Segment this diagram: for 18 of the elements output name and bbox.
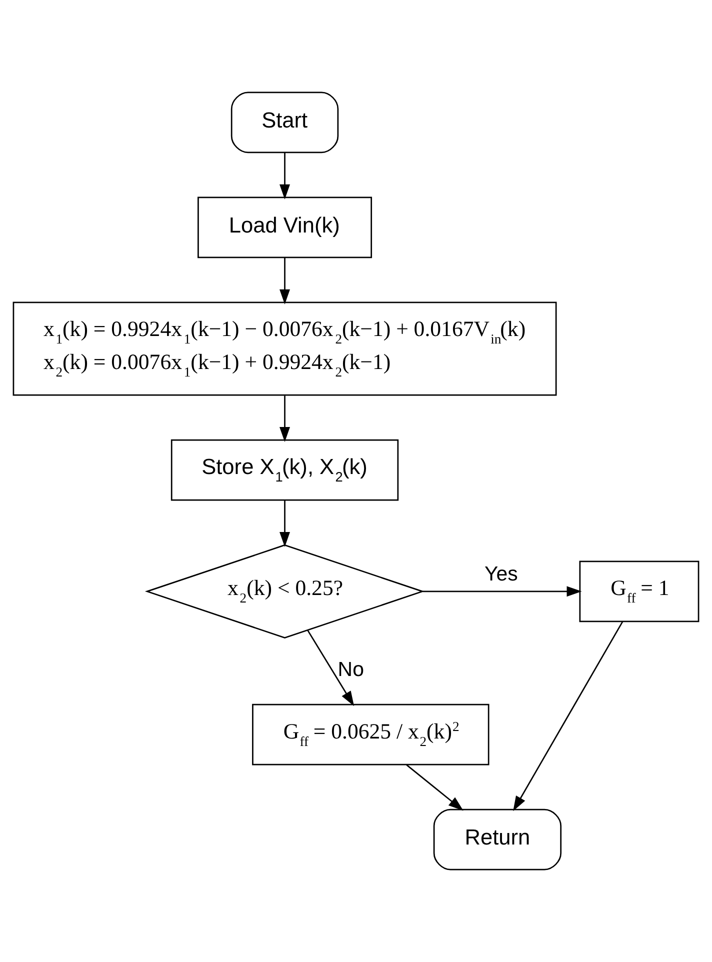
- node-diamond: x$_{2}$(k) < 0.25?: [144, 544, 425, 638]
- node-box: x$_{1}$(k) = 0.9924x$_{1}$(k−1) − 0.0076x$_{2}$(k−1) + 0.0167V$_{in}$(k) x$_{2}$(k) = 0.0076x$_{1}$(k−1) + 0.9924x$_{2}$(k−1): [12, 302, 557, 396]
- node-box: Start: [230, 92, 339, 154]
- node-box: G$_{ff}$ = 1: [579, 560, 700, 622]
- arrow: [422, 586, 582, 597]
- edge-label: No: [338, 658, 364, 681]
- node-box: Load Vin(k): [198, 196, 372, 258]
- edge-label: Yes: [484, 562, 518, 586]
- arrow: [406, 764, 464, 811]
- arrow: [307, 630, 354, 706]
- node-box: Return: [433, 808, 562, 870]
- arrow: [280, 396, 290, 442]
- arrow: [280, 258, 290, 304]
- node-box: G$_{ff}$ = 0.0625 / x$_{2}$(k)$^{2}$: [252, 704, 490, 766]
- arrow: [513, 621, 624, 812]
- node-box: Store X$_{1}$(k), X$_{2}$(k): [170, 439, 399, 501]
- arrow: [280, 500, 290, 548]
- arrow: [280, 152, 290, 200]
